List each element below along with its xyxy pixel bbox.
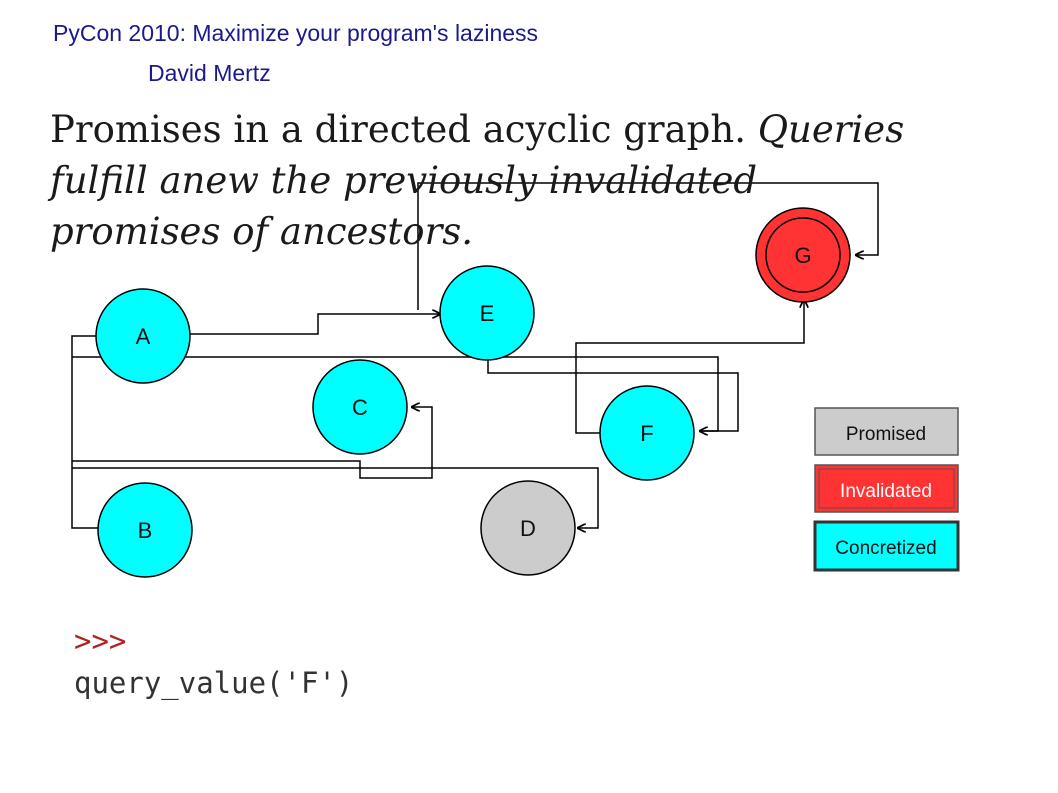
node-g: G bbox=[755, 207, 851, 303]
heading-italic: Queries fulfill anew the previously inva… bbox=[50, 108, 905, 253]
node-f: F bbox=[599, 385, 695, 481]
slide-heading: Promises in a directed acyclic graph. Qu… bbox=[50, 104, 930, 257]
legend-concretized: Concretized bbox=[813, 520, 960, 572]
node-d-label: D bbox=[520, 516, 536, 541]
legend: Promised Invalidated Concretized bbox=[813, 407, 960, 572]
node-e-label: E bbox=[480, 301, 495, 326]
node-d: D bbox=[480, 480, 576, 576]
node-f-label: F bbox=[640, 421, 653, 446]
console-snippet: >>> query_value('F') bbox=[74, 620, 353, 704]
edge-b-to-d bbox=[72, 467, 599, 528]
console-command: query_value('F') bbox=[74, 666, 354, 700]
heading-plain: Promises in a directed acyclic graph. bbox=[50, 108, 758, 151]
edge-f-to-g bbox=[575, 300, 804, 434]
edge-e-join bbox=[487, 360, 739, 432]
edge-b-to-c bbox=[72, 407, 433, 479]
node-a-label: A bbox=[136, 324, 151, 349]
node-b: B bbox=[97, 482, 193, 578]
console-prompt: >>> bbox=[74, 624, 127, 658]
conference-title: PyCon 2010: Maximize your program's lazi… bbox=[53, 20, 539, 46]
author-name: David Mertz bbox=[148, 60, 271, 86]
edge-b-trunk bbox=[71, 335, 98, 529]
node-c-label: C bbox=[352, 395, 368, 420]
edge-e-to-g bbox=[417, 182, 879, 310]
node-a: A bbox=[95, 288, 191, 384]
node-g-label: G bbox=[794, 243, 811, 268]
legend-invalidated-label: Invalidated bbox=[840, 481, 932, 502]
legend-promised: Promised bbox=[814, 407, 959, 456]
node-c: C bbox=[312, 359, 408, 455]
node-b-label: B bbox=[138, 518, 153, 543]
node-e: E bbox=[439, 265, 535, 361]
legend-concretized-label: Concretized bbox=[835, 538, 936, 559]
legend-promised-label: Promised bbox=[846, 424, 926, 445]
edge-a-to-e bbox=[188, 314, 440, 335]
legend-invalidated: Invalidated bbox=[814, 464, 959, 513]
